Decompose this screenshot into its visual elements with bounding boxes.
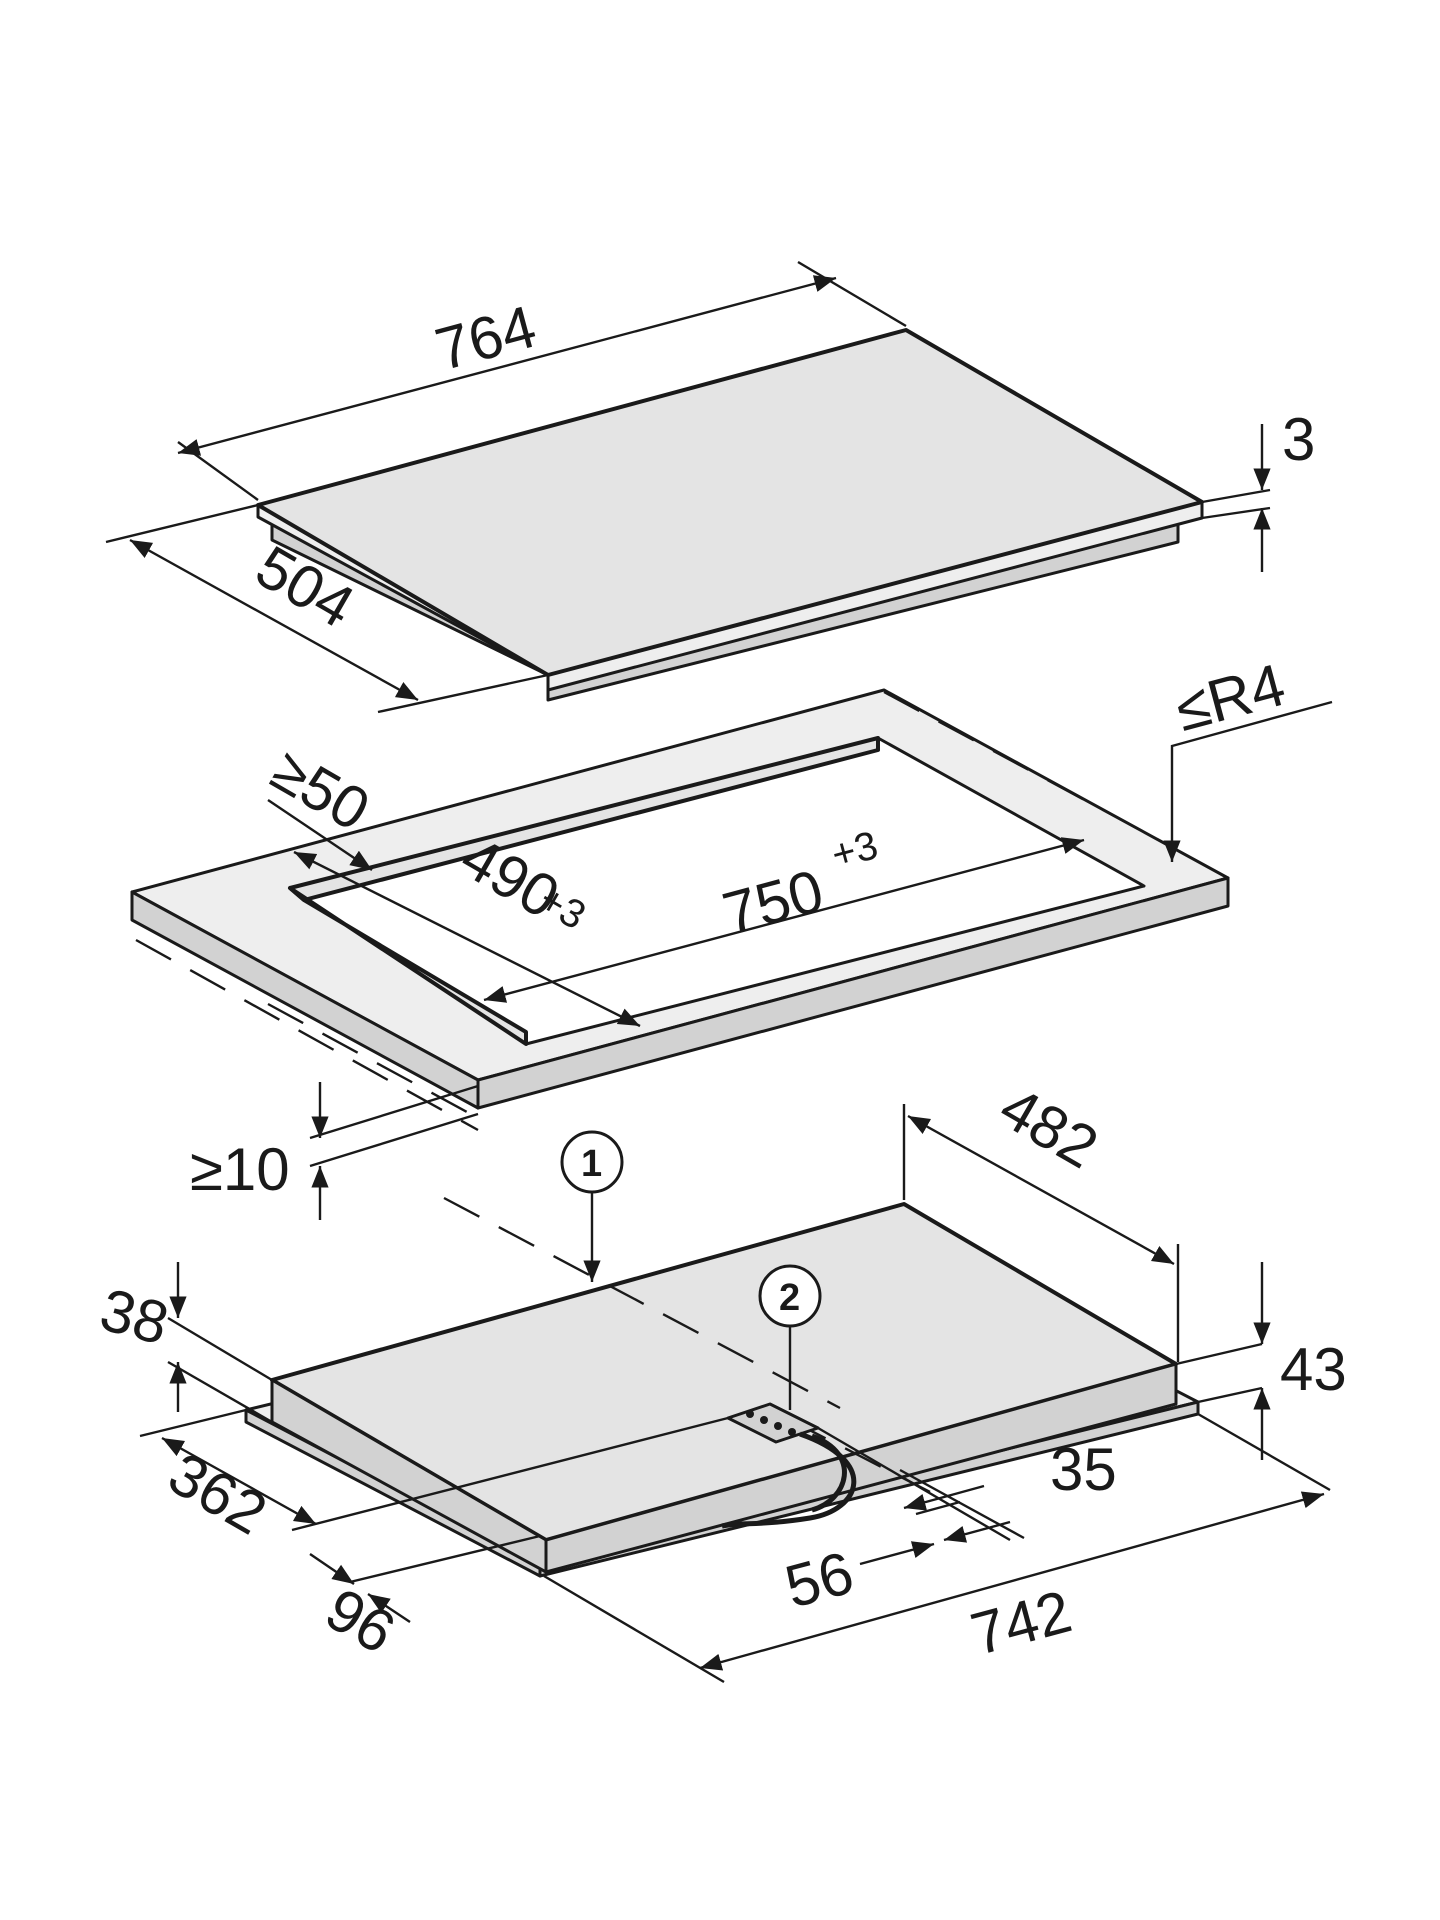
dim-43: 43 xyxy=(1175,1262,1347,1460)
label-750-tolerance: +3 xyxy=(827,823,882,877)
label-50: ≥50 xyxy=(261,736,381,844)
label-56: 56 xyxy=(778,1539,860,1621)
label-750: 750 xyxy=(716,857,830,948)
callout-1: 1 xyxy=(560,1130,624,1282)
dim-3: 3 xyxy=(1201,406,1315,572)
callout-2-number: 2 xyxy=(779,1277,800,1319)
label-3: 3 xyxy=(1282,406,1315,473)
label-764: 764 xyxy=(429,293,543,384)
label-742: 742 xyxy=(964,1577,1078,1668)
label-482: 482 xyxy=(989,1073,1109,1181)
label-38: 38 xyxy=(94,1276,176,1358)
dim-10: ≥10 xyxy=(190,1082,479,1220)
dim-r4: ≤R4 xyxy=(1163,651,1333,862)
label-96: 96 xyxy=(315,1575,406,1666)
callout-2: 2 xyxy=(758,1264,822,1410)
dim-38: 38 xyxy=(94,1262,273,1424)
hob-body xyxy=(244,1202,1200,1578)
callout-1-number: 1 xyxy=(581,1143,602,1185)
label-35: 35 xyxy=(1050,1436,1117,1503)
label-10: ≥10 xyxy=(190,1136,290,1203)
label-r4: ≤R4 xyxy=(1169,651,1292,744)
label-362: 362 xyxy=(158,1439,278,1547)
hob-glass-top xyxy=(256,328,1204,702)
label-43: 43 xyxy=(1280,1336,1347,1403)
